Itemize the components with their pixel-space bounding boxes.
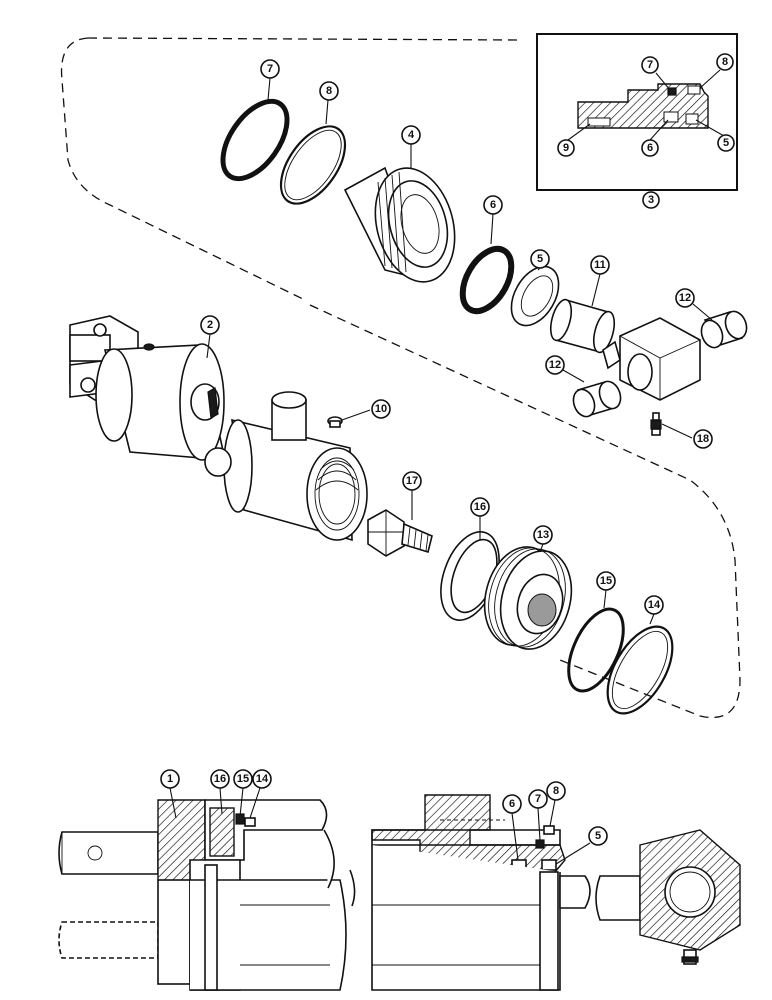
- section-callout-8: 8: [546, 781, 566, 801]
- screw-10: [327, 416, 343, 428]
- inset-callout-8: 8: [716, 53, 734, 71]
- exploded-leaders: [206, 77, 713, 625]
- section-leaders: [169, 787, 591, 865]
- svg-text:3: 3: [648, 194, 654, 206]
- svg-text:17: 17: [406, 475, 418, 487]
- inset-callout-7: 7: [641, 56, 659, 74]
- section-callout-14: 14: [252, 769, 272, 789]
- seal-6: [459, 245, 515, 315]
- svg-text:6: 6: [647, 142, 653, 154]
- svg-text:10: 10: [375, 403, 387, 415]
- inset-reference-3: 3: [642, 191, 660, 209]
- svg-text:16: 16: [214, 773, 226, 785]
- section-callout-5: 5: [588, 826, 608, 846]
- svg-text:5: 5: [537, 253, 543, 265]
- callout-13: 13: [533, 525, 553, 545]
- callout-17: 17: [402, 471, 422, 491]
- svg-text:5: 5: [595, 830, 601, 842]
- gland-4: [343, 166, 456, 283]
- inset-seal-7: [667, 87, 677, 96]
- grease-fitting-18: [650, 412, 662, 436]
- svg-text:13: 13: [537, 529, 549, 541]
- svg-text:8: 8: [326, 85, 332, 97]
- callout-8: 8: [319, 81, 339, 101]
- wiper-5: [510, 265, 560, 327]
- callout-5: 5: [530, 249, 550, 269]
- callout-10: 10: [371, 399, 391, 419]
- callout-2: 2: [200, 315, 220, 335]
- exploded-group-outline-top: [87, 37, 521, 41]
- bolt-17: [367, 509, 433, 557]
- callout-11: 11: [590, 255, 610, 275]
- callout-15: 15: [596, 571, 616, 591]
- inset-seal-9: [587, 117, 611, 127]
- inset-callout-9: 9: [557, 139, 575, 157]
- callout-7: 7: [260, 59, 280, 79]
- svg-text:9: 9: [563, 142, 569, 154]
- svg-text:12: 12: [679, 292, 691, 304]
- svg-text:6: 6: [509, 798, 515, 810]
- section-callout-16: 16: [210, 769, 230, 789]
- callout-14: 14: [644, 595, 664, 615]
- svg-text:7: 7: [267, 63, 273, 75]
- inset-seal-8: [687, 85, 701, 95]
- callout-4: 4: [401, 125, 421, 145]
- o-ring-7: [220, 98, 290, 182]
- callout-18: 18: [693, 429, 713, 449]
- exploded-group-outline: [60, 37, 741, 718]
- svg-text:8: 8: [553, 785, 559, 797]
- svg-text:7: 7: [535, 793, 541, 805]
- svg-text:1: 1: [167, 773, 173, 785]
- section-callout-7: 7: [528, 789, 548, 809]
- svg-text:8: 8: [722, 56, 728, 68]
- bushing-12-upper: [700, 310, 748, 349]
- clevis-upper: [58, 831, 159, 875]
- inset-seal-5: [685, 113, 699, 125]
- inset-callout-6: 6: [641, 139, 659, 157]
- o-ring-15: [567, 607, 625, 693]
- svg-text:14: 14: [648, 599, 661, 611]
- assembled-section-view: [58, 794, 741, 991]
- callout-12-upper: 12: [675, 288, 695, 308]
- svg-text:5: 5: [723, 137, 729, 149]
- bushing-12-lower: [572, 380, 622, 418]
- section-callout-15: 15: [233, 769, 253, 789]
- svg-text:15: 15: [600, 575, 612, 587]
- svg-text:11: 11: [594, 259, 606, 271]
- callout-16: 16: [470, 497, 490, 517]
- inset-detail: 7 8 9 6 5 3: [536, 33, 738, 209]
- piston-13: [483, 546, 573, 650]
- inset-seal-6: [663, 111, 679, 123]
- rod-11: [549, 298, 616, 354]
- svg-text:6: 6: [490, 199, 496, 211]
- svg-text:7: 7: [647, 59, 653, 71]
- section-callout-1: 1: [160, 769, 180, 789]
- svg-text:15: 15: [237, 773, 249, 785]
- callout-12-lower: 12: [545, 355, 565, 375]
- inset-callout-5: 5: [717, 134, 735, 152]
- svg-text:14: 14: [256, 773, 269, 785]
- barrel-2: [69, 315, 368, 542]
- svg-text:2: 2: [207, 319, 213, 331]
- svg-text:18: 18: [697, 433, 709, 445]
- backup-ring-14: [606, 625, 674, 715]
- clevis-lower: [58, 921, 159, 959]
- svg-text:16: 16: [474, 501, 486, 513]
- svg-text:12: 12: [549, 359, 561, 371]
- backup-ring-8: [279, 125, 347, 205]
- callout-6: 6: [483, 195, 503, 215]
- svg-text:4: 4: [408, 129, 415, 141]
- section-callout-6: 6: [502, 794, 522, 814]
- rod-eye: [602, 317, 701, 401]
